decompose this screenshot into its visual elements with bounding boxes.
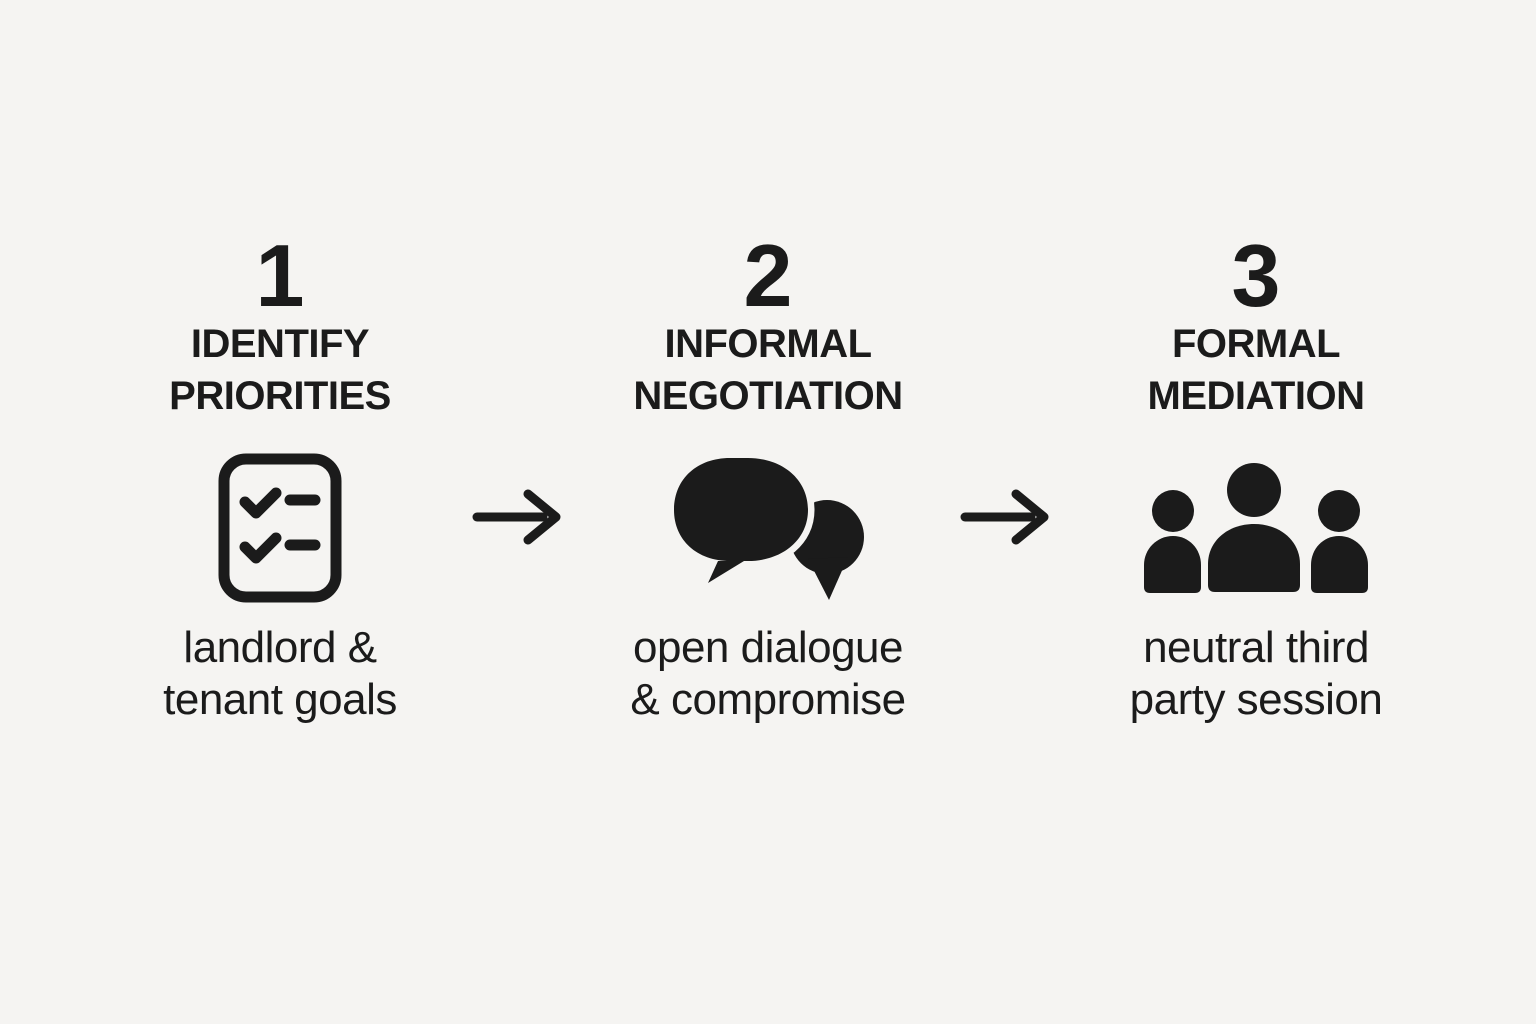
step-caption-line: tenant goals — [163, 675, 397, 724]
step-title-line: NEGOTIATION — [633, 374, 903, 418]
step-formal-mediation: 3 FORMAL MEDIATION — [1086, 232, 1426, 726]
step-title-line: IDENTIFY — [190, 322, 370, 366]
step-title-line: FORMAL — [1171, 322, 1341, 366]
step-title: INFORMAL NEGOTIATION — [633, 318, 903, 422]
step-caption-line: landlord & — [183, 623, 377, 672]
step-caption: open dialogue & compromise — [630, 622, 906, 726]
step-title-line: INFORMAL — [664, 322, 872, 366]
step-caption: neutral third party session — [1130, 622, 1383, 726]
checklist-icon — [218, 452, 342, 604]
step-title-line: MEDIATION — [1147, 374, 1365, 418]
right-arrow-icon — [938, 232, 1086, 547]
speech-bubbles-icon — [670, 452, 866, 604]
step-caption-line: & compromise — [630, 675, 906, 724]
step-number: 2 — [743, 226, 793, 325]
step-informal-negotiation: 2 INFORMAL NEGOTIATION open dialogue & — [598, 232, 938, 726]
process-diagram: 1 IDENTIFY PRIORITIES landlord & tenant … — [110, 232, 1426, 726]
step-number: 3 — [1231, 226, 1281, 325]
step-title-line: PRIORITIES — [169, 374, 391, 418]
step-number: 1 — [255, 226, 305, 325]
step-title: FORMAL MEDIATION — [1148, 318, 1365, 422]
step-caption-line: party session — [1129, 675, 1383, 724]
right-arrow-icon — [450, 232, 598, 547]
step-title: IDENTIFY PRIORITIES — [169, 318, 391, 422]
step-caption: landlord & tenant goals — [163, 622, 397, 726]
step-caption-line: open dialogue — [633, 623, 903, 672]
step-identify-priorities: 1 IDENTIFY PRIORITIES landlord & tenant … — [110, 232, 450, 726]
people-group-icon — [1143, 452, 1369, 604]
step-caption-line: neutral third — [1143, 623, 1369, 672]
